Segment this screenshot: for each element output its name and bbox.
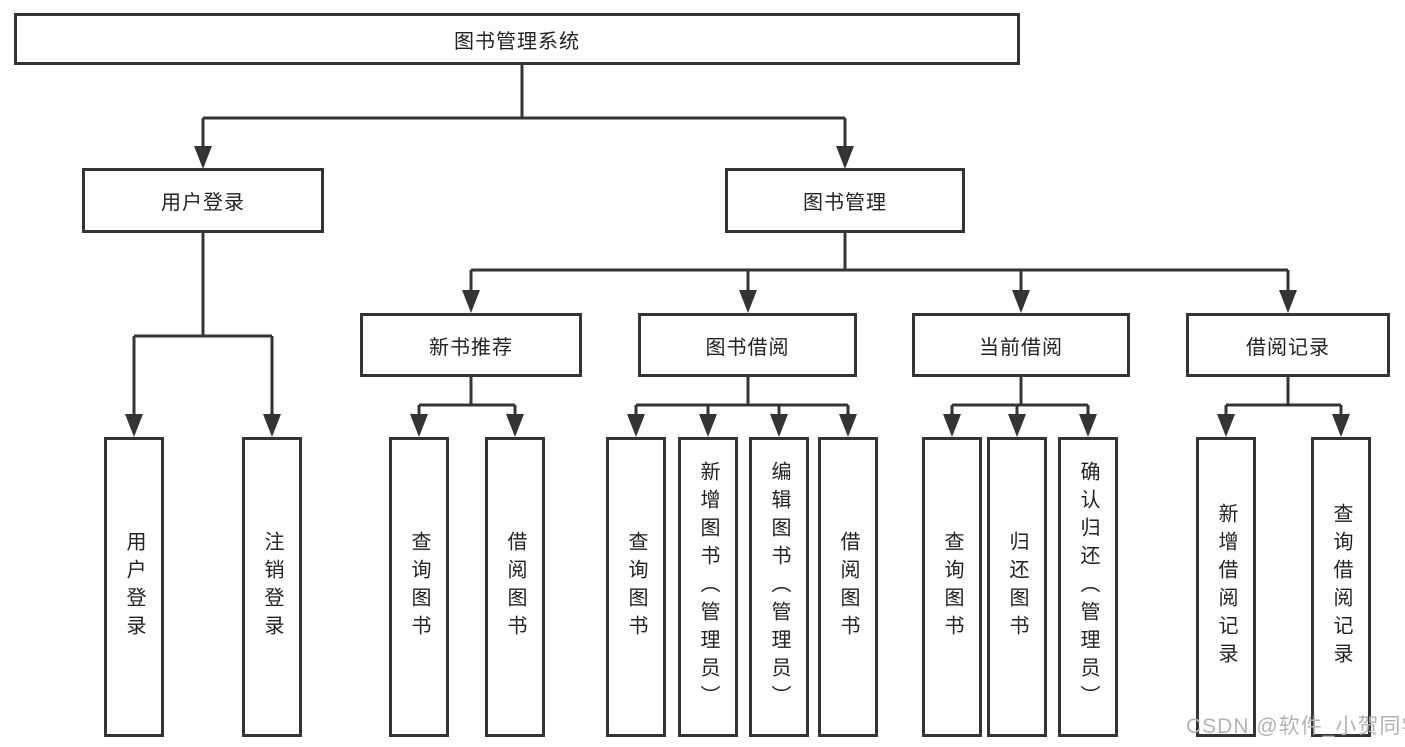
leaf-records-query-borrow-record: 查询借阅记录 bbox=[1311, 437, 1371, 737]
leaf-user-login-label: 用户登录 bbox=[123, 531, 145, 643]
leaf-borrowing-borrow-books-label: 借阅图书 bbox=[837, 531, 859, 643]
leaf-current-confirm-return-admin-label: 确认归还（管理员） bbox=[1077, 461, 1099, 713]
node-system-root-label: 图书管理系统 bbox=[454, 30, 580, 53]
leaf-logout: 注销登录 bbox=[242, 437, 302, 737]
node-user-login-label: 用户登录 bbox=[161, 192, 245, 214]
node-book-management-label: 图书管理 bbox=[803, 192, 887, 214]
leaf-current-return-books: 归还图书 bbox=[987, 437, 1047, 737]
leaf-newbook-borrow-books-label: 借阅图书 bbox=[504, 531, 526, 643]
node-system-root: 图书管理系统 bbox=[14, 13, 1020, 65]
connector-book-borrowing bbox=[634, 377, 850, 416]
node-current-borrowing: 当前借阅 bbox=[912, 313, 1130, 377]
leaf-logout-label: 注销登录 bbox=[261, 531, 283, 643]
leaf-user-login: 用户登录 bbox=[104, 437, 164, 737]
leaf-current-return-books-label: 归还图书 bbox=[1006, 531, 1028, 643]
node-current-borrowing-label: 当前借阅 bbox=[979, 336, 1063, 359]
connector-user-login bbox=[132, 233, 274, 416]
leaf-newbook-query-books-label: 查询图书 bbox=[408, 531, 430, 643]
leaf-borrowing-add-books-admin-label: 新增图书（管理员） bbox=[697, 461, 719, 713]
leaf-borrowing-borrow-books: 借阅图书 bbox=[818, 437, 878, 737]
connector-borrowing-records bbox=[1224, 377, 1343, 416]
leaf-current-query-books: 查询图书 bbox=[922, 437, 982, 737]
leaf-current-query-books-label: 查询图书 bbox=[941, 531, 963, 643]
connector-current-borrowing bbox=[950, 377, 1090, 416]
leaf-records-query-borrow-record-label: 查询借阅记录 bbox=[1330, 503, 1352, 671]
node-borrowing-records-label: 借阅记录 bbox=[1246, 336, 1330, 359]
connector-new-book bbox=[417, 377, 517, 416]
node-book-management: 图书管理 bbox=[725, 168, 965, 233]
node-borrowing-records: 借阅记录 bbox=[1186, 313, 1390, 377]
node-book-borrowing: 图书借阅 bbox=[638, 313, 857, 377]
arrowheads bbox=[125, 146, 1350, 437]
leaf-newbook-query-books: 查询图书 bbox=[389, 437, 449, 737]
connector-root bbox=[201, 65, 847, 148]
node-book-borrowing-label: 图书借阅 bbox=[705, 336, 790, 359]
csdn-watermark: CSDN @软件_小贺同学 bbox=[1186, 715, 1405, 738]
leaf-borrowing-add-books-admin: 新增图书（管理员） bbox=[678, 437, 738, 737]
node-user-login: 用户登录 bbox=[82, 168, 324, 233]
leaf-borrowing-edit-books-admin: 编辑图书（管理员） bbox=[749, 437, 809, 737]
node-new-book-recommendation-label: 新书推荐 bbox=[429, 336, 513, 359]
leaf-borrowing-query-books-label: 查询图书 bbox=[625, 531, 647, 643]
leaf-records-add-borrow-record: 新增借阅记录 bbox=[1196, 437, 1256, 737]
leaf-current-confirm-return-admin: 确认归还（管理员） bbox=[1058, 437, 1118, 737]
leaf-borrowing-edit-books-admin-label: 编辑图书（管理员） bbox=[768, 461, 790, 713]
leaf-newbook-borrow-books: 借阅图书 bbox=[485, 437, 545, 737]
connector-book-management bbox=[469, 233, 1290, 292]
node-new-book-recommendation: 新书推荐 bbox=[360, 313, 582, 377]
leaf-records-add-borrow-record-label: 新增借阅记录 bbox=[1215, 503, 1237, 671]
leaf-borrowing-query-books: 查询图书 bbox=[606, 437, 666, 737]
